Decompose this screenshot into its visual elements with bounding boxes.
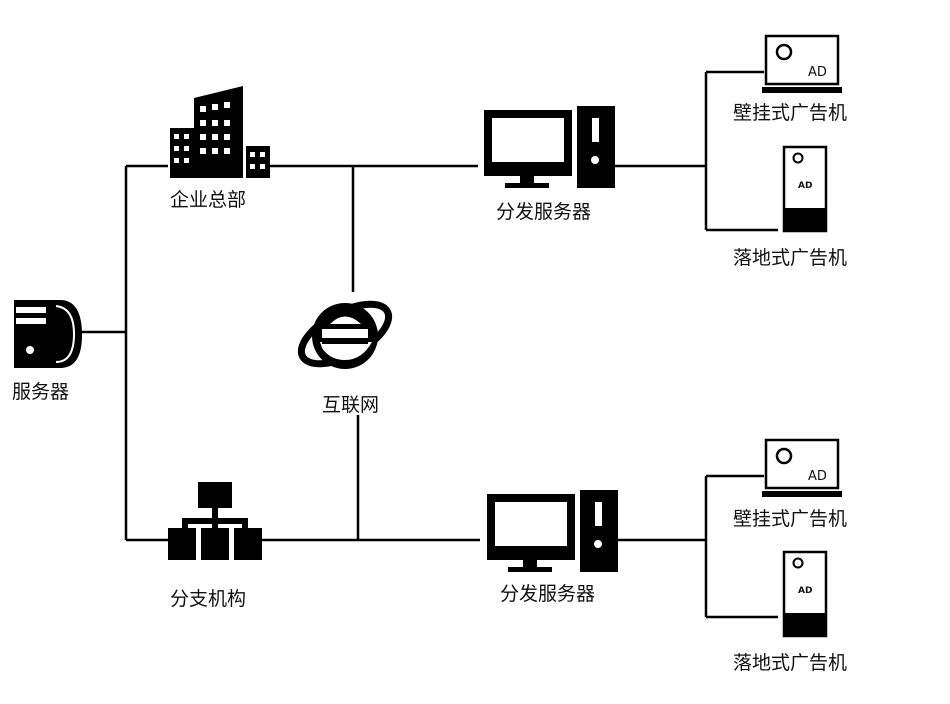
- wall-ad-top-label: 壁挂式广告机: [733, 102, 847, 124]
- server-label: 服务器: [12, 381, 69, 403]
- org-chart-icon: [168, 482, 262, 560]
- server-node: 服务器: [12, 300, 82, 403]
- wall-mounted-ad-screen-icon: AD: [762, 34, 842, 93]
- wall-ad-bottom-label: 壁挂式广告机: [733, 508, 847, 530]
- wall-ad-top-screen-text: AD: [808, 65, 827, 80]
- floor-standing-ad-kiosk-icon: AD: [782, 550, 828, 638]
- distribution-server-bottom-node: 分发服务器: [487, 490, 618, 605]
- server-tower-icon: [14, 300, 82, 368]
- internet-node: 互联网: [297, 300, 393, 416]
- floor-standing-ad-kiosk-icon: AD: [782, 145, 828, 233]
- distribution-server-bottom-label: 分发服务器: [500, 583, 595, 605]
- wall-ad-top-node: AD 壁挂式广告机: [733, 34, 847, 124]
- branch-label: 分支机构: [170, 588, 246, 610]
- floor-ad-bottom-screen-text: AD: [798, 586, 812, 596]
- floor-ad-top-node: AD 落地式广告机: [733, 145, 847, 269]
- wall-mounted-ad-screen-icon: AD: [762, 438, 842, 497]
- internet-explorer-e-icon: [297, 300, 393, 369]
- headquarters-label: 企业总部: [170, 189, 246, 211]
- distribution-server-top-node: 分发服务器: [484, 106, 615, 223]
- connection-lines: [80, 70, 778, 619]
- office-buildings-icon: [170, 86, 270, 178]
- floor-ad-bottom-node: AD 落地式广告机: [733, 550, 847, 674]
- headquarters-node: 企业总部: [170, 86, 270, 211]
- floor-ad-top-label: 落地式广告机: [733, 247, 847, 269]
- floor-ad-bottom-label: 落地式广告机: [733, 652, 847, 674]
- internet-label: 互联网: [322, 394, 379, 416]
- desktop-computer-icon: [487, 490, 618, 572]
- floor-ad-top-screen-text: AD: [798, 181, 812, 191]
- branch-node: 分支机构: [168, 482, 262, 610]
- wall-ad-bottom-node: AD 壁挂式广告机: [733, 438, 847, 530]
- distribution-server-top-label: 分发服务器: [496, 201, 591, 223]
- desktop-computer-icon: [484, 106, 615, 188]
- wall-ad-bottom-screen-text: AD: [808, 469, 827, 484]
